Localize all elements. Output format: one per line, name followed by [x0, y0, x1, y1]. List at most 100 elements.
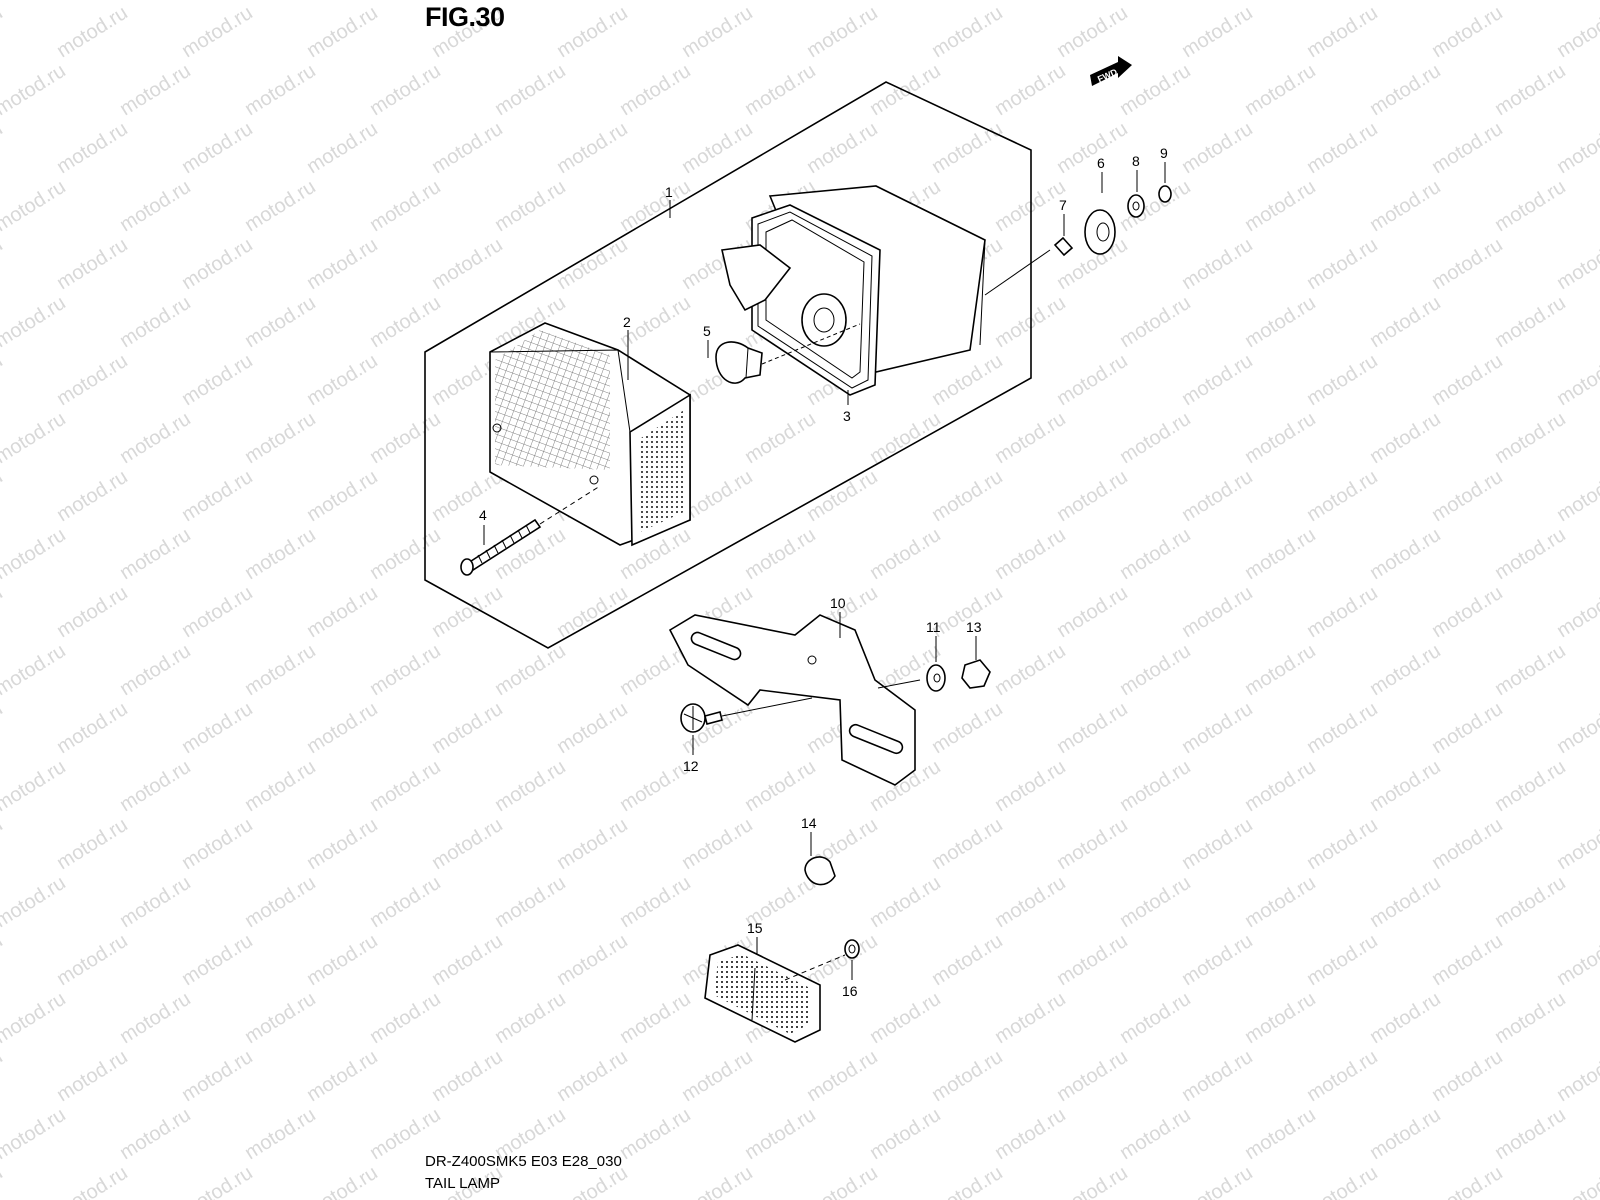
watermark-text: motod.ru	[553, 582, 632, 642]
watermark-text: motod.ru	[241, 988, 320, 1048]
watermark-text: motod.ru	[1491, 292, 1570, 352]
bracket-part	[668, 614, 921, 786]
watermark-text: motod.ru	[0, 1162, 7, 1200]
watermark-text: motod.ru	[1303, 2, 1382, 62]
watermark-text: motod.ru	[1178, 814, 1257, 874]
callout-2: 2	[623, 314, 631, 330]
watermark-text: motod.ru	[1553, 930, 1600, 990]
watermark-text: motod.ru	[0, 872, 70, 932]
model-code: DR-Z400SMK5 E03 E28_030	[425, 1153, 622, 1170]
watermark-text: motod.ru	[303, 814, 382, 874]
watermark-text: motod.ru	[0, 466, 7, 526]
watermark-text: motod.ru	[1553, 466, 1600, 526]
watermark-text: motod.ru	[1053, 698, 1132, 758]
watermark-text: motod.ru	[241, 756, 320, 816]
watermark-text: motod.ru	[366, 756, 445, 816]
lamp-housing	[721, 185, 986, 396]
watermark-text: motod.ru	[1428, 1162, 1507, 1200]
watermark-text: motod.ru	[1241, 872, 1320, 932]
watermark-text: motod.ru	[1366, 872, 1445, 932]
watermark-text: motod.ru	[1116, 292, 1195, 352]
watermark-text: motod.ru	[178, 234, 257, 294]
watermark-text: motod.ru	[178, 118, 257, 178]
watermark-text: motod.ru	[366, 60, 445, 120]
watermark-text: motod.ru	[1553, 350, 1600, 410]
watermark-text: motod.ru	[241, 0, 320, 4]
watermark-text: motod.ru	[1428, 698, 1507, 758]
watermark-text: motod.ru	[803, 1046, 882, 1106]
watermark-text: motod.ru	[991, 756, 1070, 816]
watermark-text: motod.ru	[1366, 988, 1445, 1048]
watermark-text: motod.ru	[178, 1046, 257, 1106]
watermark-text: motod.ru	[678, 1162, 757, 1200]
watermark-text: motod.ru	[1178, 234, 1257, 294]
watermark-text: motod.ru	[1366, 0, 1445, 4]
watermark-text: motod.ru	[303, 1046, 382, 1106]
clip-part	[804, 856, 836, 886]
watermark-text: motod.ru	[741, 0, 820, 4]
watermark-text: motod.ru	[803, 466, 882, 526]
watermark-text: motod.ru	[1491, 756, 1570, 816]
watermark-text: motod.ru	[1116, 872, 1195, 932]
watermark-text: motod.ru	[1491, 1104, 1570, 1164]
watermark-text: motod.ru	[366, 292, 445, 352]
watermark-text: motod.ru	[1428, 118, 1507, 178]
watermark-text: motod.ru	[991, 640, 1070, 700]
watermark-text: motod.ru	[1366, 292, 1445, 352]
watermark-text: motod.ru	[1553, 814, 1600, 874]
callout-11: 11	[926, 619, 941, 635]
watermark-text: motod.ru	[1303, 1046, 1382, 1106]
watermark-text: motod.ru	[491, 640, 570, 700]
watermark-text: motod.ru	[553, 814, 632, 874]
watermark-text: motod.ru	[928, 2, 1007, 62]
watermark-text: motod.ru	[866, 408, 945, 468]
watermark-text: motod.ru	[553, 698, 632, 758]
watermark-text: motod.ru	[428, 234, 507, 294]
watermark-text: motod.ru	[241, 872, 320, 932]
watermark-text: motod.ru	[53, 930, 132, 990]
watermark-text: motod.ru	[116, 0, 195, 4]
watermark-text: motod.ru	[1116, 524, 1195, 584]
watermark-text: motod.ru	[366, 408, 445, 468]
watermark-text: motod.ru	[928, 466, 1007, 526]
callout-16: 16	[842, 983, 858, 999]
watermark-text: motod.ru	[366, 176, 445, 236]
watermark-text: motod.ru	[116, 988, 195, 1048]
watermark-text: motod.ru	[678, 118, 757, 178]
watermark-text: motod.ru	[928, 698, 1007, 758]
screw-part	[460, 485, 601, 576]
watermark-text: motod.ru	[928, 1162, 1007, 1200]
reflector-part	[704, 944, 846, 1043]
watermark-text: motod.ru	[1116, 408, 1195, 468]
watermark-text: motod.ru	[241, 640, 320, 700]
watermark-text: motod.ru	[1303, 350, 1382, 410]
watermark-text: motod.ru	[0, 60, 70, 120]
watermark-text: motod.ru	[53, 2, 132, 62]
watermark-text: motod.ru	[1241, 176, 1320, 236]
watermark-text: motod.ru	[491, 176, 570, 236]
watermark-text: motod.ru	[303, 2, 382, 62]
watermark-text: motod.ru	[53, 1162, 132, 1200]
watermark-text: motod.ru	[1178, 582, 1257, 642]
watermark-text: motod.ru	[991, 524, 1070, 584]
bulb-part	[715, 323, 861, 384]
watermark-text: motod.ru	[303, 930, 382, 990]
callout-3: 3	[843, 408, 851, 424]
watermark-text: motod.ru	[0, 988, 70, 1048]
watermark-text: motod.ru	[491, 60, 570, 120]
watermark-text: motod.ru	[616, 1104, 695, 1164]
watermark-text: motod.ru	[991, 872, 1070, 932]
watermark-text: motod.ru	[178, 698, 257, 758]
callout-12: 12	[683, 758, 699, 774]
figure-name: TAIL LAMP	[425, 1175, 501, 1192]
watermark-text: motod.ru	[1116, 640, 1195, 700]
watermark-text: motod.ru	[178, 814, 257, 874]
watermark-text: motod.ru	[553, 930, 632, 990]
watermark-text: motod.ru	[53, 118, 132, 178]
watermark-text: motod.ru	[303, 350, 382, 410]
watermark-text: motod.ru	[428, 118, 507, 178]
watermark-text: motod.ru	[803, 118, 882, 178]
watermark-text: motod.ru	[178, 466, 257, 526]
watermark-text: motod.ru	[1116, 756, 1195, 816]
